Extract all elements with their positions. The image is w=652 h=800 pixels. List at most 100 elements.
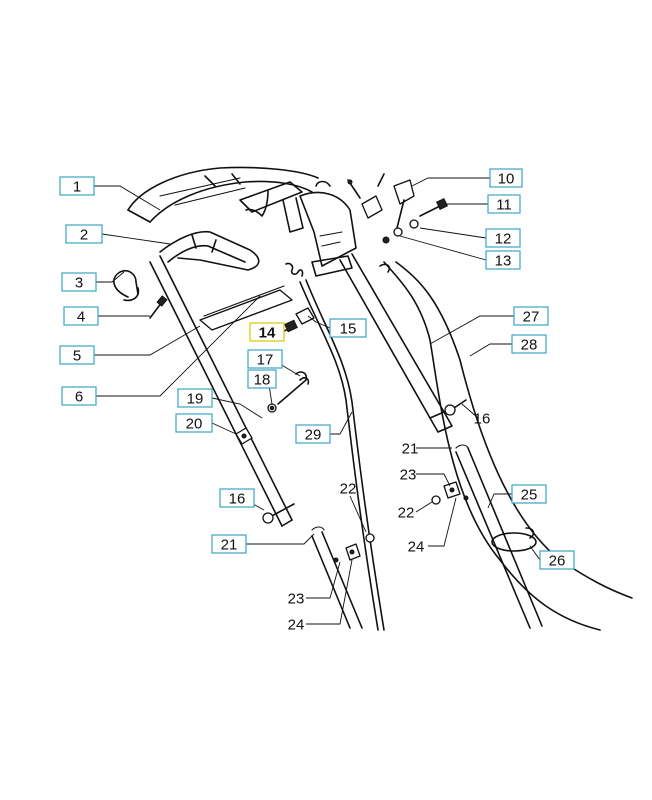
callout-number: 10 bbox=[498, 171, 515, 188]
callout-number: 13 bbox=[495, 253, 512, 270]
nut-part-20 bbox=[235, 427, 253, 445]
callout-box bbox=[513, 306, 549, 326]
callout-box bbox=[175, 413, 213, 433]
lever-part-17 bbox=[267, 371, 310, 413]
callout-20: 20 bbox=[175, 413, 213, 433]
callout-16: 16 bbox=[474, 411, 491, 428]
callout-number: 4 bbox=[77, 309, 85, 326]
callout-box bbox=[295, 424, 331, 444]
upper-handle-bar bbox=[127, 166, 319, 223]
callout-22: 22 bbox=[340, 481, 357, 498]
callout-box bbox=[247, 349, 283, 369]
bolt-part-11 bbox=[419, 198, 448, 217]
callout-27: 27 bbox=[513, 306, 549, 326]
callout-number: 16 bbox=[229, 491, 246, 508]
callout-box bbox=[219, 488, 255, 508]
control-box bbox=[299, 180, 357, 277]
callout-number: 21 bbox=[221, 537, 238, 554]
callout-number: 1 bbox=[73, 179, 81, 196]
right-handle-tube bbox=[339, 253, 453, 433]
callout-number: 20 bbox=[186, 416, 203, 433]
callout-21: 21 bbox=[211, 534, 247, 554]
callout-number: 22 bbox=[340, 481, 357, 498]
callout-box bbox=[485, 250, 521, 270]
callout-box bbox=[511, 484, 547, 504]
nut-part-13 bbox=[379, 227, 403, 273]
callout-number: 27 bbox=[523, 309, 540, 326]
callout-number: 15 bbox=[340, 321, 357, 338]
callout-number: 24 bbox=[288, 617, 305, 634]
callout-box bbox=[63, 306, 99, 326]
callout-number: 23 bbox=[400, 467, 417, 484]
callout-18: 18 bbox=[247, 369, 277, 389]
lower-right-tube bbox=[431, 444, 543, 629]
bolt-part-4 bbox=[149, 295, 168, 319]
callout-box bbox=[489, 168, 523, 188]
callout-13: 13 bbox=[485, 250, 521, 270]
callout-number: 5 bbox=[73, 348, 81, 365]
callout-number: 25 bbox=[521, 487, 538, 504]
callout-number: 2 bbox=[80, 227, 88, 244]
bracket-part-15 bbox=[295, 307, 315, 325]
callout-number: 24 bbox=[408, 539, 425, 556]
lower-left-tube bbox=[311, 526, 375, 629]
callout-23: 23 bbox=[400, 467, 417, 484]
callout-5: 5 bbox=[59, 345, 95, 365]
callout-16: 16 bbox=[219, 488, 255, 508]
callout-box bbox=[59, 176, 95, 196]
callout-number: 16 bbox=[474, 411, 491, 428]
callout-number: 6 bbox=[75, 389, 83, 406]
callout-box bbox=[65, 224, 103, 244]
cable-28 bbox=[395, 261, 633, 599]
bolt-part-16-left bbox=[262, 503, 295, 524]
callout-box bbox=[511, 334, 547, 354]
left-handle-tube bbox=[149, 255, 293, 527]
callout-25: 25 bbox=[511, 484, 547, 504]
callout-box bbox=[247, 369, 277, 389]
callout-number: 18 bbox=[254, 372, 271, 389]
callout-29: 29 bbox=[295, 424, 331, 444]
callout-box bbox=[487, 194, 521, 214]
callout-15: 15 bbox=[329, 318, 367, 338]
callout-26: 26 bbox=[539, 550, 575, 570]
callout-box bbox=[61, 386, 97, 406]
cable-29 bbox=[299, 279, 385, 631]
callout-number: 11 bbox=[496, 197, 512, 214]
callout-1: 1 bbox=[59, 176, 95, 196]
callout-box bbox=[59, 345, 95, 365]
clip-part bbox=[113, 269, 140, 302]
callout-number: 26 bbox=[549, 553, 566, 570]
callout-number: 14 bbox=[259, 325, 276, 342]
callout-6: 6 bbox=[61, 386, 97, 406]
callout-number: 17 bbox=[257, 352, 274, 369]
callout-3: 3 bbox=[61, 272, 97, 292]
callout-22: 22 bbox=[398, 505, 415, 522]
callout-box bbox=[249, 322, 285, 342]
callout-number: 19 bbox=[187, 391, 204, 408]
callout-23: 23 bbox=[288, 591, 305, 608]
callout-24: 24 bbox=[288, 617, 305, 634]
clip-ring-26 bbox=[491, 527, 537, 552]
callout-number: 12 bbox=[495, 231, 512, 248]
callout-box bbox=[177, 388, 213, 408]
callout-number: 28 bbox=[521, 337, 538, 354]
callout-28: 28 bbox=[511, 334, 547, 354]
callout-11: 11 bbox=[487, 194, 521, 214]
switch-part-10 bbox=[393, 179, 415, 233]
spring-part bbox=[285, 262, 304, 277]
switch-bracket bbox=[347, 173, 385, 219]
callout-number: 22 bbox=[398, 505, 415, 522]
callout-number: 21 bbox=[402, 441, 419, 458]
callout-4: 4 bbox=[63, 306, 99, 326]
callout-12: 12 bbox=[485, 228, 521, 248]
bolt-part-16-right bbox=[444, 399, 467, 416]
callout-number: 23 bbox=[288, 591, 305, 608]
callout-number: 29 bbox=[305, 427, 322, 444]
callout-box bbox=[211, 534, 247, 554]
callout-24: 24 bbox=[408, 539, 425, 556]
callout-17: 17 bbox=[247, 349, 283, 369]
callout-box bbox=[329, 318, 367, 338]
handle-crossbar bbox=[239, 181, 304, 233]
